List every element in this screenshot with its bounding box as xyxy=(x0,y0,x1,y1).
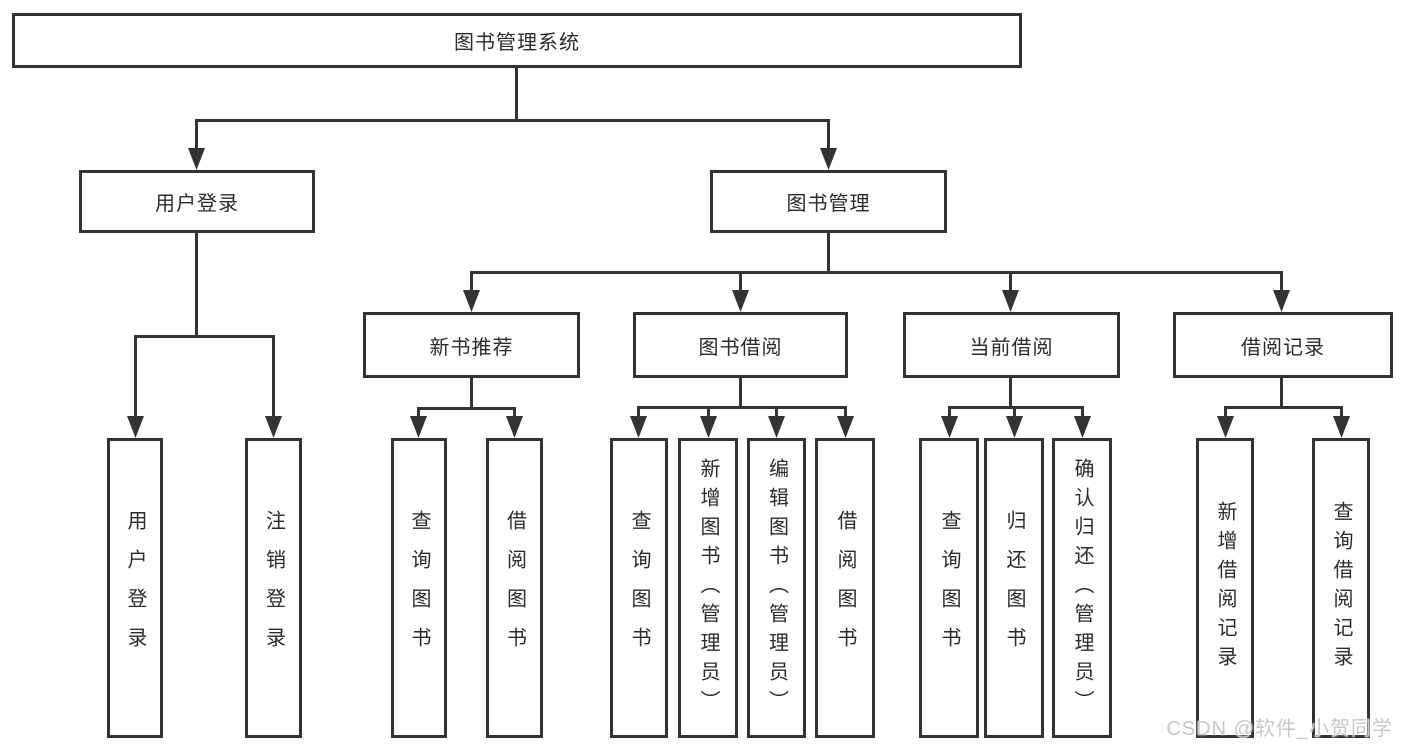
leaf-bb-query-book: 查询图书 xyxy=(610,438,668,738)
leaf-cb-confirm-return-admin: 确认归还（管理员） xyxy=(1052,438,1112,738)
node-label: 图书管理系统 xyxy=(454,32,580,54)
node-label: 新增借阅记录 xyxy=(1214,501,1236,675)
node-label: 新书推荐 xyxy=(429,336,514,359)
node-label: 新增图书（管理员） xyxy=(697,457,719,719)
node-label: 图书借阅 xyxy=(698,336,783,359)
node-label: 当前借阅 xyxy=(969,336,1054,359)
node-label: 查询借阅记录 xyxy=(1330,501,1352,675)
node-label: 借阅图书 xyxy=(834,510,856,666)
node-current-borrow: 当前借阅 xyxy=(903,312,1120,378)
node-book-borrow: 图书借阅 xyxy=(633,312,848,378)
node-new-book-recommend: 新书推荐 xyxy=(363,312,580,378)
node-label: 查询图书 xyxy=(938,510,960,666)
leaf-user-login: 用户登录 xyxy=(107,438,163,738)
node-book-management: 图书管理 xyxy=(710,170,947,233)
leaf-br-add-record: 新增借阅记录 xyxy=(1196,438,1254,738)
leaf-logout: 注销登录 xyxy=(245,438,302,738)
node-user-login: 用户登录 xyxy=(79,170,315,233)
csdn-watermark: CSDN @软件_小贺同学 xyxy=(1166,718,1393,740)
leaf-nbr-query-book: 查询图书 xyxy=(391,438,447,738)
node-label: 查询图书 xyxy=(408,510,430,666)
node-root-library-system: 图书管理系统 xyxy=(12,13,1022,68)
leaf-bb-edit-book-admin: 编辑图书（管理员） xyxy=(747,438,806,738)
node-label: 归还图书 xyxy=(1003,510,1025,666)
leaf-bb-borrow-book: 借阅图书 xyxy=(815,438,875,738)
node-label: 编辑图书（管理员） xyxy=(765,457,788,719)
leaf-br-query-record: 查询借阅记录 xyxy=(1312,438,1370,738)
arrowhead-icons xyxy=(127,148,1350,438)
node-label: 用户登录 xyxy=(155,193,239,215)
node-label: 借阅记录 xyxy=(1241,336,1325,359)
node-label: 用户登录 xyxy=(124,510,146,666)
node-label: 图书管理 xyxy=(786,193,871,215)
node-borrow-record: 借阅记录 xyxy=(1173,312,1393,378)
leaf-cb-query-book: 查询图书 xyxy=(919,438,979,738)
node-label: 确认归还（管理员） xyxy=(1071,457,1093,719)
leaf-bb-add-book-admin: 新增图书（管理员） xyxy=(678,438,738,738)
leaf-nbr-borrow-book: 借阅图书 xyxy=(486,438,543,738)
node-label: 借阅图书 xyxy=(503,510,526,666)
node-label: 注销登录 xyxy=(262,510,285,666)
leaf-cb-return-book: 归还图书 xyxy=(984,438,1044,738)
node-label: 查询图书 xyxy=(628,510,650,666)
